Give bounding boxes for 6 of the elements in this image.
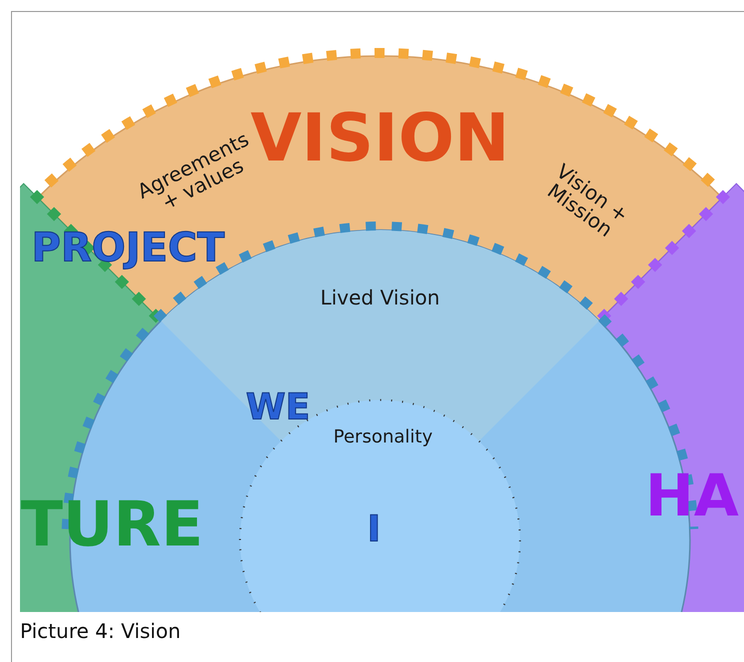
section-title: I: [367, 511, 381, 549]
region-label: Personality: [333, 428, 433, 448]
caption: Picture 4: Vision: [20, 619, 181, 643]
region-label: Lived Vision: [320, 288, 440, 308]
section-title: WE: [246, 389, 310, 427]
section-title: VISION: [250, 103, 510, 173]
